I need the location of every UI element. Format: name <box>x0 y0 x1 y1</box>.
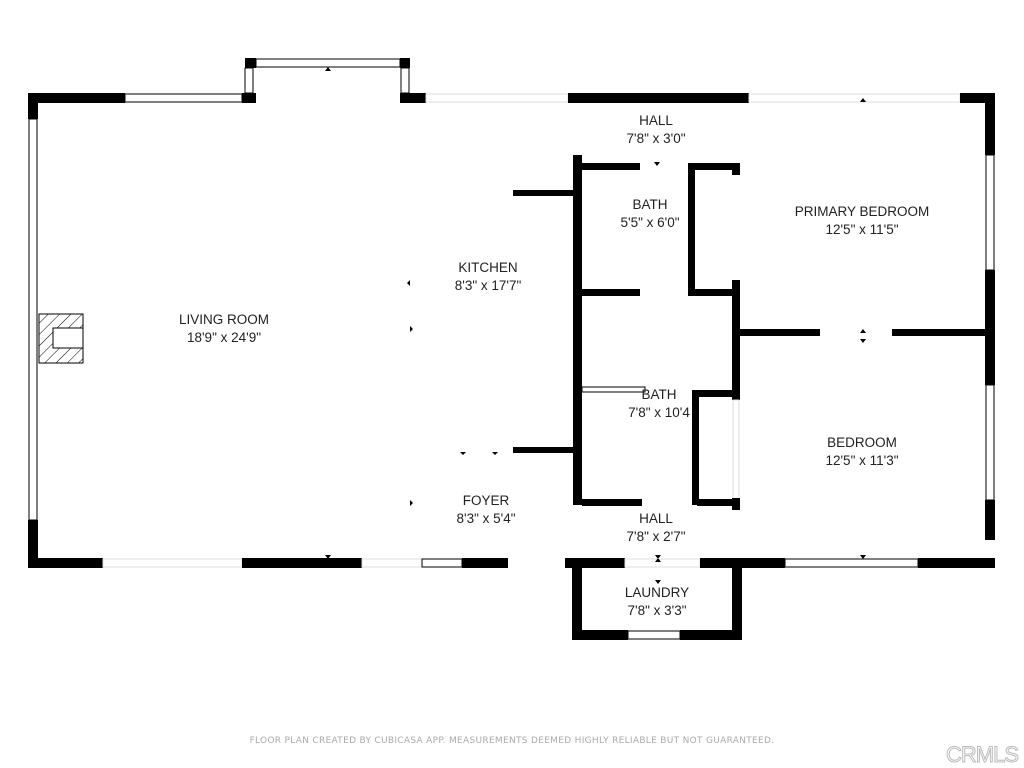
room-name: LAUNDRY <box>625 585 689 600</box>
room-labels: LIVING ROOM 18'9" x 24'9" KITCHEN 8'3" x… <box>179 113 929 618</box>
walls <box>28 58 995 640</box>
room-size: 7'8" x 2'7" <box>626 529 685 544</box>
room-size: 18'9" x 24'9" <box>187 330 261 345</box>
room-size: 8'3" x 5'4" <box>456 511 515 526</box>
door-markers <box>325 67 866 584</box>
room-name: BATH <box>632 197 667 212</box>
room-size: 7'8" x 3'3" <box>627 603 686 618</box>
room-name: HALL <box>639 113 673 128</box>
watermark-logo: CRMLS <box>945 742 1019 768</box>
room-name: PRIMARY BEDROOM <box>795 204 930 219</box>
room-size: 12'5" x 11'3" <box>825 453 898 468</box>
room-name: BEDROOM <box>827 435 897 450</box>
disclaimer-footer: FLOOR PLAN CREATED BY CUBICASA APP. MEAS… <box>249 736 775 746</box>
room-name: FOYER <box>463 493 510 508</box>
room-name: HALL <box>639 511 673 526</box>
room-size: 12'5" x 11'5" <box>825 222 898 237</box>
room-size: 5'5" x 6'0" <box>620 215 679 230</box>
room-name: KITCHEN <box>458 260 517 275</box>
room-size: 7'8" x 10'4 <box>628 405 690 420</box>
room-size: 7'8" x 3'0" <box>626 131 685 146</box>
fireplace <box>38 313 84 364</box>
room-name: BATH <box>641 387 676 402</box>
room-size: 8'3" x 17'7" <box>455 278 522 293</box>
room-name: LIVING ROOM <box>179 312 269 327</box>
